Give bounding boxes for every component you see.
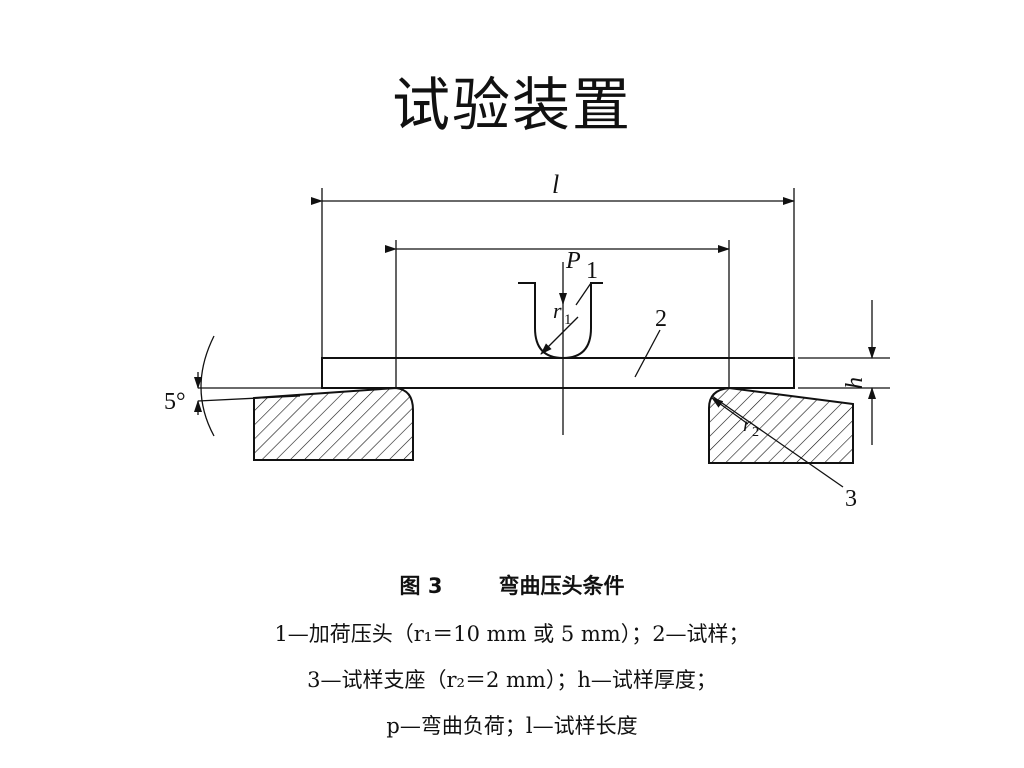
caption-line-3: p—弯曲负荷；l—试样长度 bbox=[386, 714, 638, 738]
part-2-label: 2 bbox=[655, 306, 667, 332]
radius2-arrow bbox=[711, 397, 749, 425]
page-title: 试验装置 bbox=[391, 71, 632, 139]
specimen bbox=[321, 357, 795, 389]
figure-caption-heading: 图 3 弯曲压头条件 bbox=[0, 570, 1024, 600]
figure-heading: 弯曲压头条件 bbox=[498, 574, 625, 598]
support-left bbox=[253, 386, 414, 461]
thickness-label: h bbox=[842, 377, 868, 389]
angle-label: 5° bbox=[164, 389, 186, 415]
caption-line-2: 3—试样支座（r₂＝2 mm）；h—试样厚度； bbox=[307, 668, 717, 692]
figure-number: 图 3 bbox=[399, 574, 443, 598]
radius2-subscript: 2 bbox=[752, 425, 759, 440]
load-label: P bbox=[565, 248, 581, 274]
bending-test-diagram: l P 1 r 1 2 h 5° r 2 3 bbox=[164, 170, 890, 512]
part-1-label: 1 bbox=[586, 258, 598, 284]
length-label: l bbox=[552, 170, 559, 199]
radius1-arrow bbox=[540, 316, 579, 355]
angle-arc bbox=[200, 335, 215, 437]
leader-1 bbox=[575, 282, 592, 306]
caption-line-1: 1—加荷压头（r₁＝10 mm 或 5 mm）；2—试样； bbox=[274, 622, 750, 646]
leader-2 bbox=[634, 329, 661, 378]
radius1-subscript: 1 bbox=[564, 312, 572, 328]
support-right bbox=[708, 386, 854, 464]
part-3-label: 3 bbox=[845, 486, 857, 512]
radius2-label: r bbox=[743, 414, 751, 436]
radius1-label: r bbox=[553, 298, 562, 323]
